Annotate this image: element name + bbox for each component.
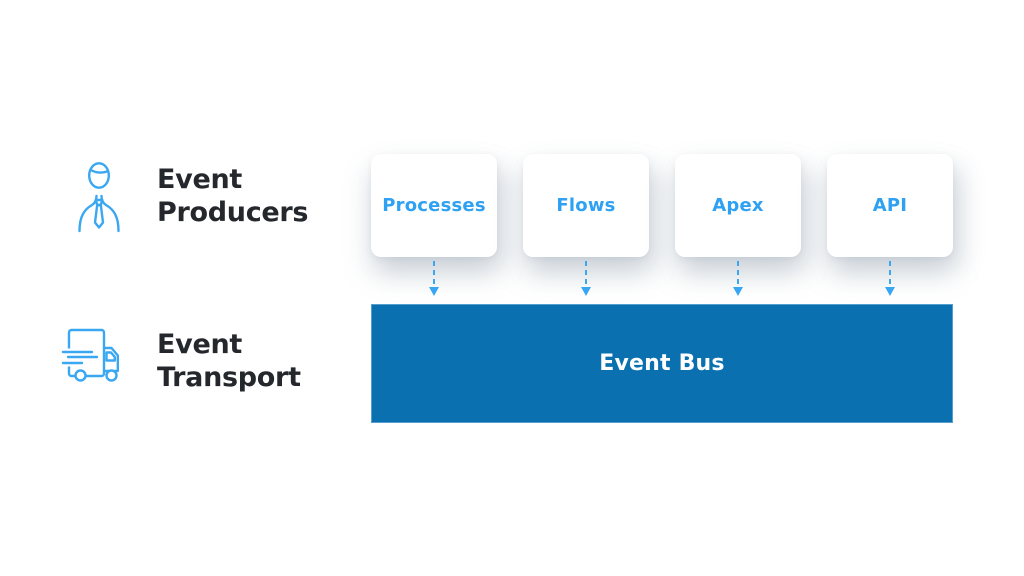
- transport-title-line2: Transport: [157, 362, 301, 393]
- flow-arrow-down-icon: [580, 260, 592, 298]
- producers-row-title: Event Producers: [157, 163, 309, 229]
- producer-card-label: Apex: [712, 195, 764, 216]
- producer-card-processes: Processes: [371, 154, 497, 257]
- producers-title-line1: Event: [157, 164, 242, 195]
- flow-arrow-down-icon: [732, 260, 744, 298]
- flow-arrow-down-icon: [428, 260, 440, 298]
- producer-card-label: API: [872, 195, 908, 216]
- flow-arrow-down-icon: [884, 260, 896, 298]
- producer-card-flows: Flows: [523, 154, 649, 257]
- producer-card-label: Processes: [382, 195, 486, 216]
- transport-title-line1: Event: [157, 329, 242, 360]
- producer-card-apex: Apex: [675, 154, 801, 257]
- event-bus-bar: Event Bus: [371, 304, 953, 423]
- delivery-truck-icon: [56, 324, 140, 398]
- transport-row-title: Event Transport: [157, 328, 301, 394]
- producers-title-line2: Producers: [157, 197, 309, 228]
- businessman-icon: [70, 159, 128, 233]
- event-bus-label: Event Bus: [599, 351, 725, 376]
- producer-card-api: API: [827, 154, 953, 257]
- producer-card-label: Flows: [556, 195, 616, 216]
